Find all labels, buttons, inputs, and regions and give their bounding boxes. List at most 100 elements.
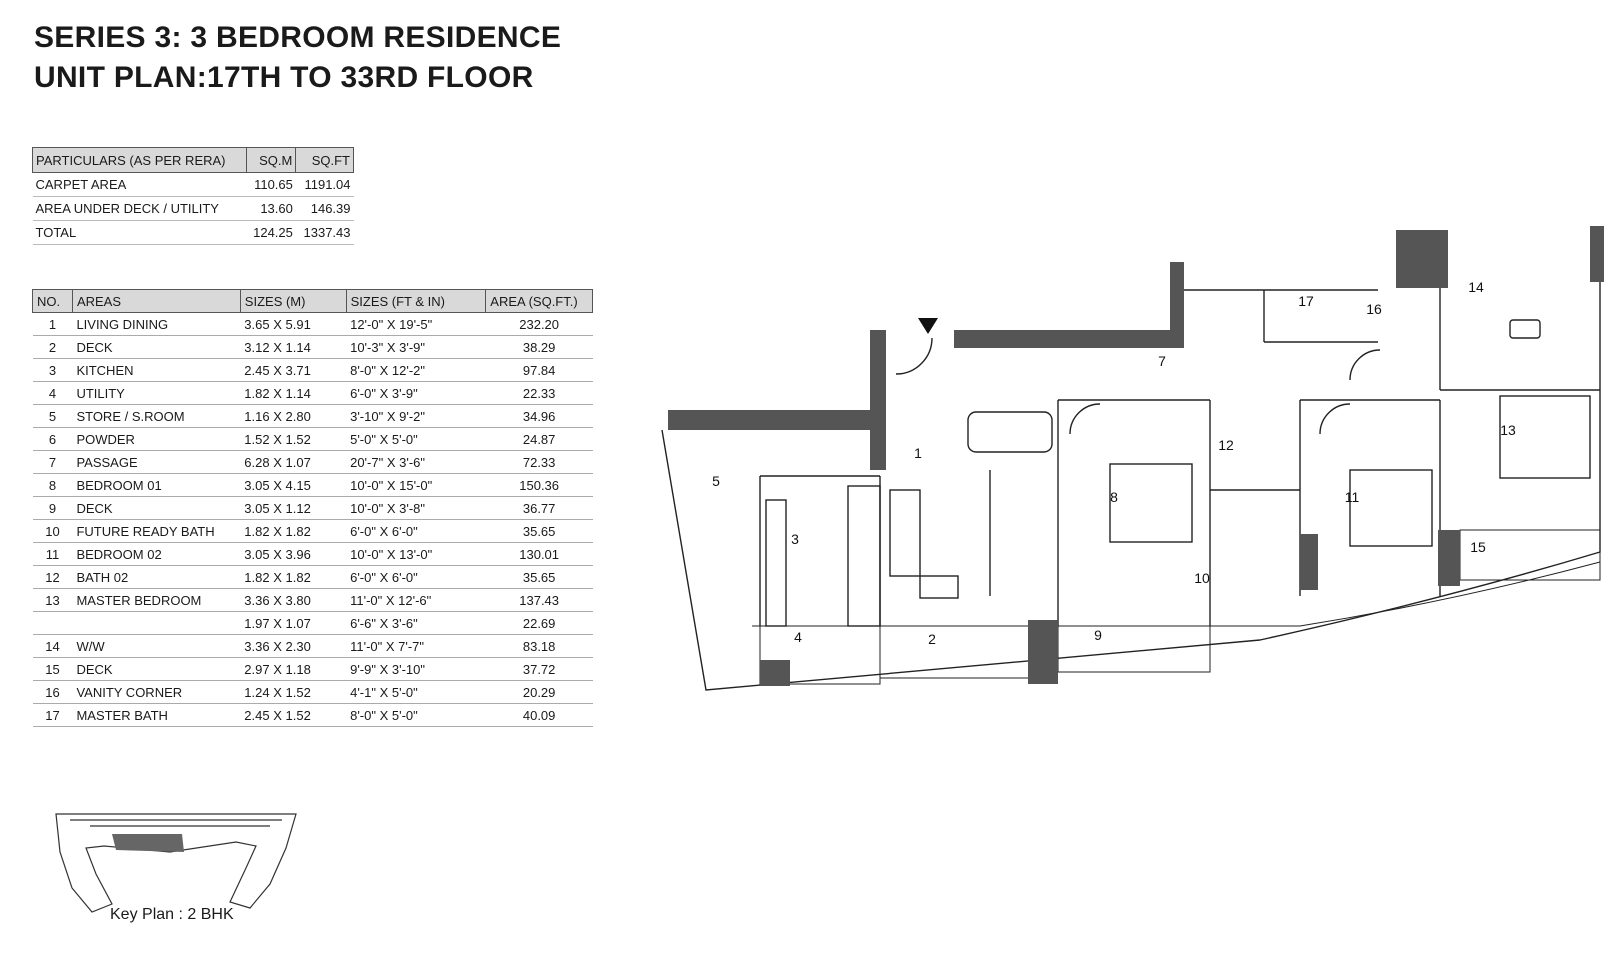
areas-cell: LIVING DINING (72, 312, 241, 336)
areas-cell: 35.65 (485, 565, 593, 589)
room-number-label: 14 (1468, 279, 1484, 295)
page-title: SERIES 3: 3 BEDROOM RESIDENCE UNIT PLAN:… (34, 18, 561, 98)
key-plan (55, 813, 297, 913)
areas-header-cell: NO. (32, 289, 73, 313)
areas-cell: 5 (32, 404, 73, 428)
areas-cell: 40.09 (485, 703, 593, 727)
summary-cell: 1337.43 (295, 220, 354, 245)
areas-cell: 137.43 (485, 588, 593, 612)
areas-cell: 2.97 X 1.18 (240, 657, 347, 681)
areas-cell: 38.29 (485, 335, 593, 359)
areas-cell: 11'-0" X 7'-7" (346, 634, 486, 658)
areas-cell: DECK (72, 657, 241, 681)
room-number-label: 11 (1345, 489, 1360, 505)
areas-cell: 130.01 (485, 542, 593, 566)
areas-header-cell: AREA (SQ.FT.) (485, 289, 593, 313)
room-number-label: 12 (1218, 437, 1234, 453)
areas-cell: 11 (32, 542, 73, 566)
title-line-2: UNIT PLAN:17TH TO 33RD FLOOR (34, 61, 534, 94)
areas-header-cell: AREAS (71, 289, 241, 313)
areas-cell: 17 (32, 703, 73, 727)
areas-cell: 97.84 (485, 358, 593, 382)
room-number-label: 4 (794, 629, 802, 645)
areas-cell: 12 (32, 565, 73, 589)
areas-cell: STORE / S.ROOM (72, 404, 241, 428)
areas-cell: 15 (32, 657, 73, 681)
areas-cell: 12'-0" X 19'-5" (346, 312, 486, 336)
room-number-label: 13 (1500, 422, 1516, 438)
room-number-label: 16 (1366, 301, 1382, 317)
areas-cell: 6'-0" X 6'-0" (346, 519, 486, 543)
areas-cell: 34.96 (485, 404, 593, 428)
areas-cell: 2.45 X 1.52 (240, 703, 347, 727)
room-number-label: 2 (928, 631, 936, 647)
areas-cell: 16 (32, 680, 73, 704)
areas-cell: 2 (32, 335, 73, 359)
areas-cell: 37.72 (485, 657, 593, 681)
areas-header-cell: SIZES (FT & IN) (345, 289, 487, 313)
room-number-label: 17 (1298, 293, 1314, 309)
areas-cell: POWDER (72, 427, 241, 451)
areas-cell: DECK (72, 335, 241, 359)
areas-cell: 1.52 X 1.52 (240, 427, 347, 451)
areas-cell: KITCHEN (72, 358, 241, 382)
areas-cell: 35.65 (485, 519, 593, 543)
summary-cell: CARPET AREA (32, 172, 247, 197)
areas-cell: 22.33 (485, 381, 593, 405)
room-number-label: 7 (1158, 353, 1166, 369)
areas-cell: 1 (32, 312, 73, 336)
areas-cell: 13 (32, 588, 73, 612)
areas-cell: BATH 02 (72, 565, 241, 589)
areas-cell: 24.87 (485, 427, 593, 451)
key-plan-highlight (112, 834, 184, 852)
areas-cell: 6.28 X 1.07 (240, 450, 347, 474)
areas-cell: 9 (32, 496, 73, 520)
areas-cell: UTILITY (72, 381, 241, 405)
areas-cell: 1.24 X 1.52 (240, 680, 347, 704)
summary-cell: 13.60 (246, 196, 296, 221)
areas-cell: 83.18 (485, 634, 593, 658)
areas-cell: 4 (32, 381, 73, 405)
room-number-label: 15 (1470, 539, 1486, 555)
areas-cell: 20.29 (485, 680, 593, 704)
areas-cell: 6'-6" X 3'-6" (346, 611, 486, 635)
room-number-label: 3 (791, 531, 799, 547)
areas-cell: 10'-0" X 13'-0" (346, 542, 486, 566)
areas-cell: DECK (72, 496, 241, 520)
areas-cell: BEDROOM 02 (72, 542, 241, 566)
areas-cell: 1.82 X 1.82 (240, 565, 347, 589)
areas-cell: 22.69 (485, 611, 593, 635)
areas-cell: BEDROOM 01 (72, 473, 241, 497)
areas-cell: 6'-0" X 6'-0" (346, 565, 486, 589)
areas-cell: 2.45 X 3.71 (240, 358, 347, 382)
areas-cell: 11'-0" X 12'-6" (346, 588, 486, 612)
room-number-label: 9 (1094, 627, 1102, 643)
areas-cell: 9'-9" X 3'-10" (346, 657, 486, 681)
entrance-marker (918, 318, 938, 334)
areas-cell: 10'-0" X 15'-0" (346, 473, 486, 497)
room-number-label: 8 (1110, 489, 1118, 505)
key-plan-label: Key Plan : 2 BHK (110, 906, 234, 923)
areas-cell (32, 611, 73, 635)
areas-cell: 150.36 (485, 473, 593, 497)
areas-cell: 1.97 X 1.07 (240, 611, 347, 635)
areas-cell: 8'-0" X 12'-2" (346, 358, 486, 382)
areas-cell: 3.65 X 5.91 (240, 312, 347, 336)
areas-cell (72, 611, 241, 635)
areas-cell: 232.20 (485, 312, 593, 336)
areas-cell: 8'-0" X 5'-0" (346, 703, 486, 727)
